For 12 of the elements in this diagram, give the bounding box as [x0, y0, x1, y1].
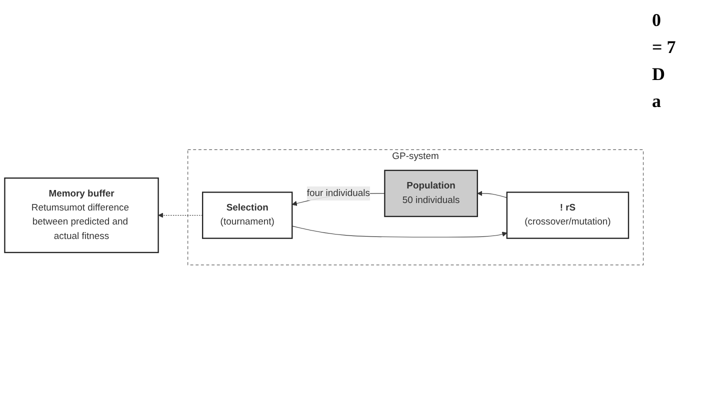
edge-label: four individuals — [306, 188, 370, 198]
node-box: Selection (tournament) — [202, 192, 293, 240]
node-box: ! rS (crossover/mutation) — [506, 192, 630, 240]
arrow — [158, 212, 203, 218]
arrow — [292, 226, 508, 238]
stray-glyph: a — [652, 91, 662, 112]
node-box: Memory buffer Retumsumot difference between predicted and actual fitness — [4, 178, 159, 254]
arrow — [477, 191, 508, 198]
stray-glyph: 0 — [652, 10, 662, 31]
stray-glyph: D — [652, 64, 666, 85]
node-box: Population 50 individuals — [384, 170, 478, 218]
stray-glyph: = 7 — [652, 37, 677, 58]
